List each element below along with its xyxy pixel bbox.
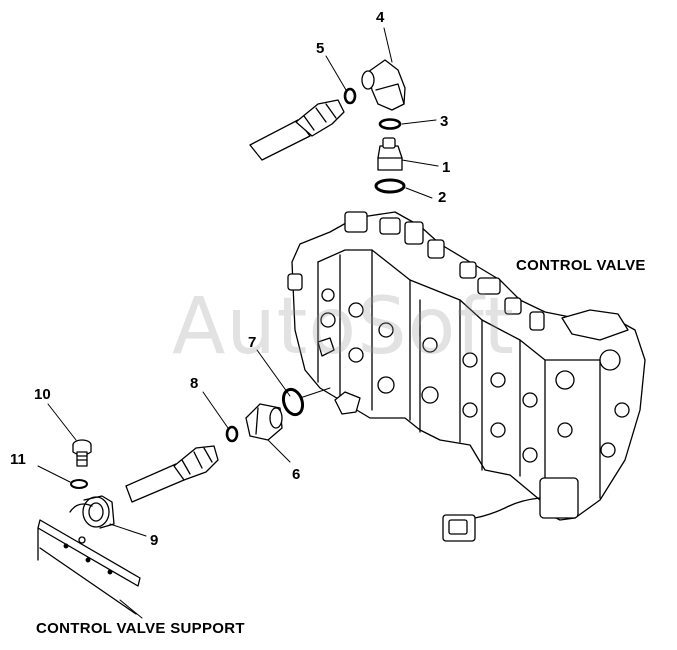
label-control-valve: CONTROL VALVE xyxy=(516,257,646,274)
callout-4: 4 xyxy=(376,9,385,26)
callout-10: 10 xyxy=(34,386,51,403)
lower-hose xyxy=(125,445,219,503)
part-9-collar xyxy=(69,495,115,529)
part-4-elbow xyxy=(361,59,406,111)
part-3-o-ring xyxy=(378,118,402,130)
upper-hose xyxy=(249,99,345,161)
callout-9: 9 xyxy=(150,532,159,549)
part-11-washer xyxy=(70,479,88,489)
control-valve-body xyxy=(287,211,646,542)
callout-1: 1 xyxy=(442,159,451,176)
watermark: AutoSoft xyxy=(172,282,516,372)
leader-lines xyxy=(37,27,439,619)
callout-8: 8 xyxy=(190,375,199,392)
callout-6: 6 xyxy=(292,466,301,483)
part-1-connector xyxy=(377,137,403,171)
callout-2: 2 xyxy=(438,189,447,206)
part-5-o-ring xyxy=(343,87,357,105)
part-10-bolt xyxy=(72,439,92,467)
callout-5: 5 xyxy=(316,40,325,57)
callout-11: 11 xyxy=(10,451,26,468)
support-rail xyxy=(37,519,141,615)
callout-3: 3 xyxy=(440,113,449,130)
part-7-o-ring xyxy=(281,387,305,417)
part-6-connector xyxy=(245,403,283,441)
part-2-o-ring xyxy=(374,178,406,194)
part-8-o-ring xyxy=(225,425,239,443)
callout-7: 7 xyxy=(248,334,257,351)
label-control-valve-support: CONTROL VALVE SUPPORT xyxy=(36,620,245,637)
